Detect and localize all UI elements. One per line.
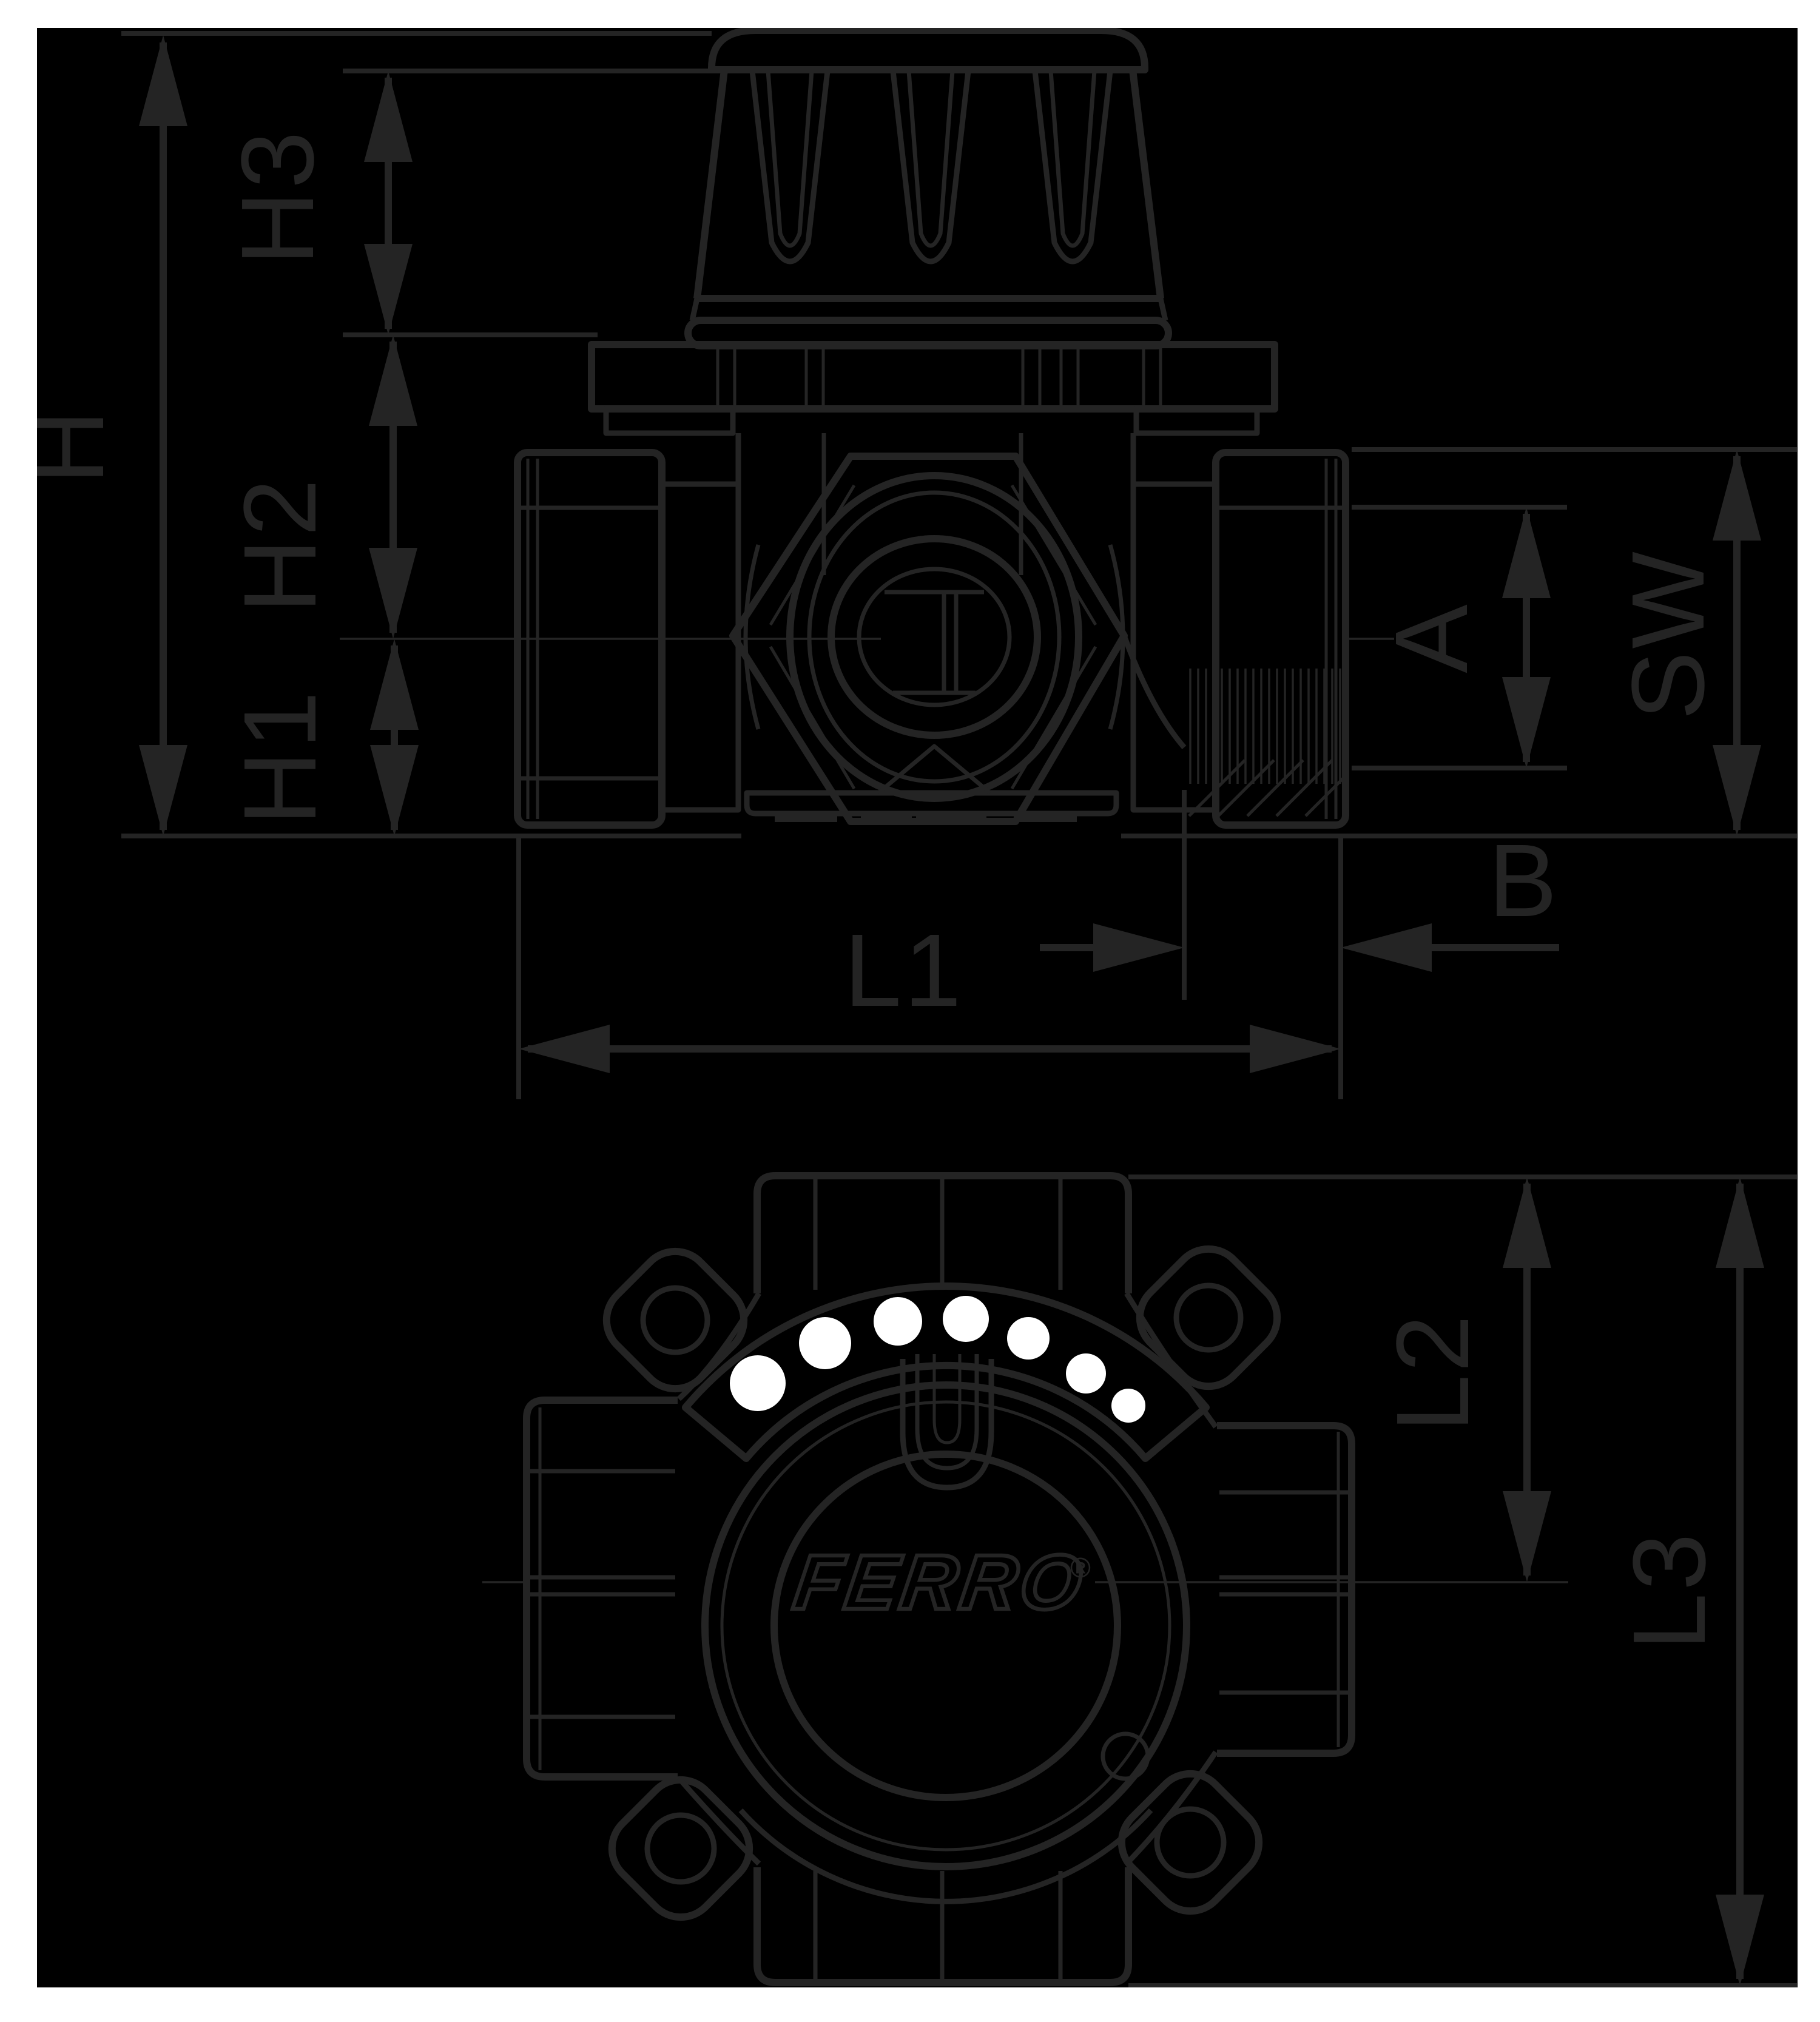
label-H1: H1 [223,689,338,825]
front-body-contours [676,1292,1218,1904]
ferro-logo: FERRO ® [787,1537,1093,1628]
dimension-H1: H1 [223,639,419,836]
extension-lines [121,31,1797,1988]
front-right-port [1217,1422,1355,1757]
label-H2: H2 [223,476,338,613]
scale-dots [730,1296,1145,1423]
label-H3: H3 [220,129,335,265]
label-L3: L3 [1612,1531,1727,1650]
stop-pin [1100,1731,1150,1781]
mounting-flange [588,341,1278,436]
brand-text: FERRO [789,1540,1091,1626]
dimension-H3: H3 [220,71,413,335]
front-left-port [523,1397,678,1781]
label-B: B [1488,823,1559,939]
position-scale-band [682,1282,1210,1462]
mounting-ear-bottom-left [608,1776,753,1921]
ball-port-tee [885,590,984,695]
finger-grooves [749,70,1113,265]
dimension-L1: L1 [519,913,1341,1073]
bottom-stub [744,744,1119,822]
dimension-A: A [1374,507,1551,768]
dial-pointer [900,1354,994,1491]
dimension-SW: SW [1611,450,1761,836]
section-hatch [1188,759,1346,817]
side-port-thread [1121,635,1346,817]
dimension-H2: H2 [223,335,417,639]
ball-window [743,472,1125,802]
registered-mark: ® [1070,1552,1091,1583]
dial-face [701,1381,1190,1870]
label-L1: L1 [844,913,963,1028]
dimension-L2: L2 [1375,1177,1551,1582]
dimension-L3: L3 [1612,1177,1764,1986]
front-bottom-port [753,1867,1132,1986]
knob-grip [684,69,1172,349]
mounting-ear-top-left [602,1247,748,1393]
side-view [340,27,1394,829]
front-view: FERRO ® [482,1172,1568,1986]
label-A: A [1374,602,1489,673]
label-L2: L2 [1375,1312,1491,1432]
dimension-B: B [1040,823,1559,972]
knob-cap [708,27,1148,73]
label-SW: SW [1611,549,1726,720]
mounting-ear-bottom-right [1117,1770,1263,1915]
front-top-port [753,1172,1132,1293]
